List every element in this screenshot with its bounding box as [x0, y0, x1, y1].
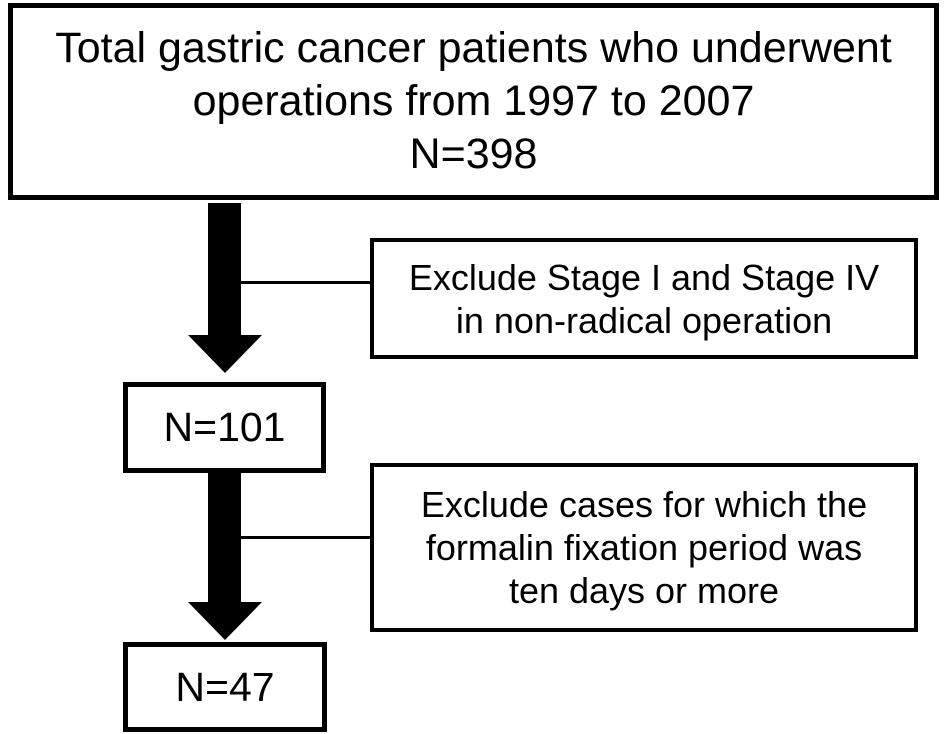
connector-line-1 [240, 281, 372, 284]
result-n47-count: N=47 [175, 663, 275, 710]
exclusion-2-line2: formalin fixation period was [425, 527, 863, 568]
exclusion-box-2: Exclude cases for which the formalin fix… [370, 463, 918, 632]
exclusion-1-line1: Exclude Stage I and Stage IV [408, 256, 880, 298]
result-box-n47: N=47 [123, 642, 327, 732]
total-patients-line2: operations from 1997 to 2007 [192, 77, 755, 125]
exclusion-2-line1: Exclude cases for which the [420, 484, 868, 525]
down-arrow-1-shaft [208, 203, 241, 337]
total-patients-line1: Total gastric cancer patients who underw… [55, 24, 892, 72]
connector-line-2 [240, 536, 372, 539]
result-box-n101: N=101 [123, 382, 326, 473]
exclusion-2-line3: ten days or more [508, 570, 780, 611]
exclusion-1-line2: in non-radical operation [455, 299, 833, 341]
down-arrow-2-head [188, 602, 262, 640]
down-arrow-1-head [188, 335, 262, 373]
total-patients-count: N=398 [409, 130, 538, 178]
exclusion-box-1: Exclude Stage I and Stage IV in non-radi… [370, 238, 918, 359]
result-n101-count: N=101 [163, 404, 286, 450]
total-patients-box: Total gastric cancer patients who underw… [8, 3, 939, 200]
down-arrow-2-shaft [208, 471, 241, 604]
